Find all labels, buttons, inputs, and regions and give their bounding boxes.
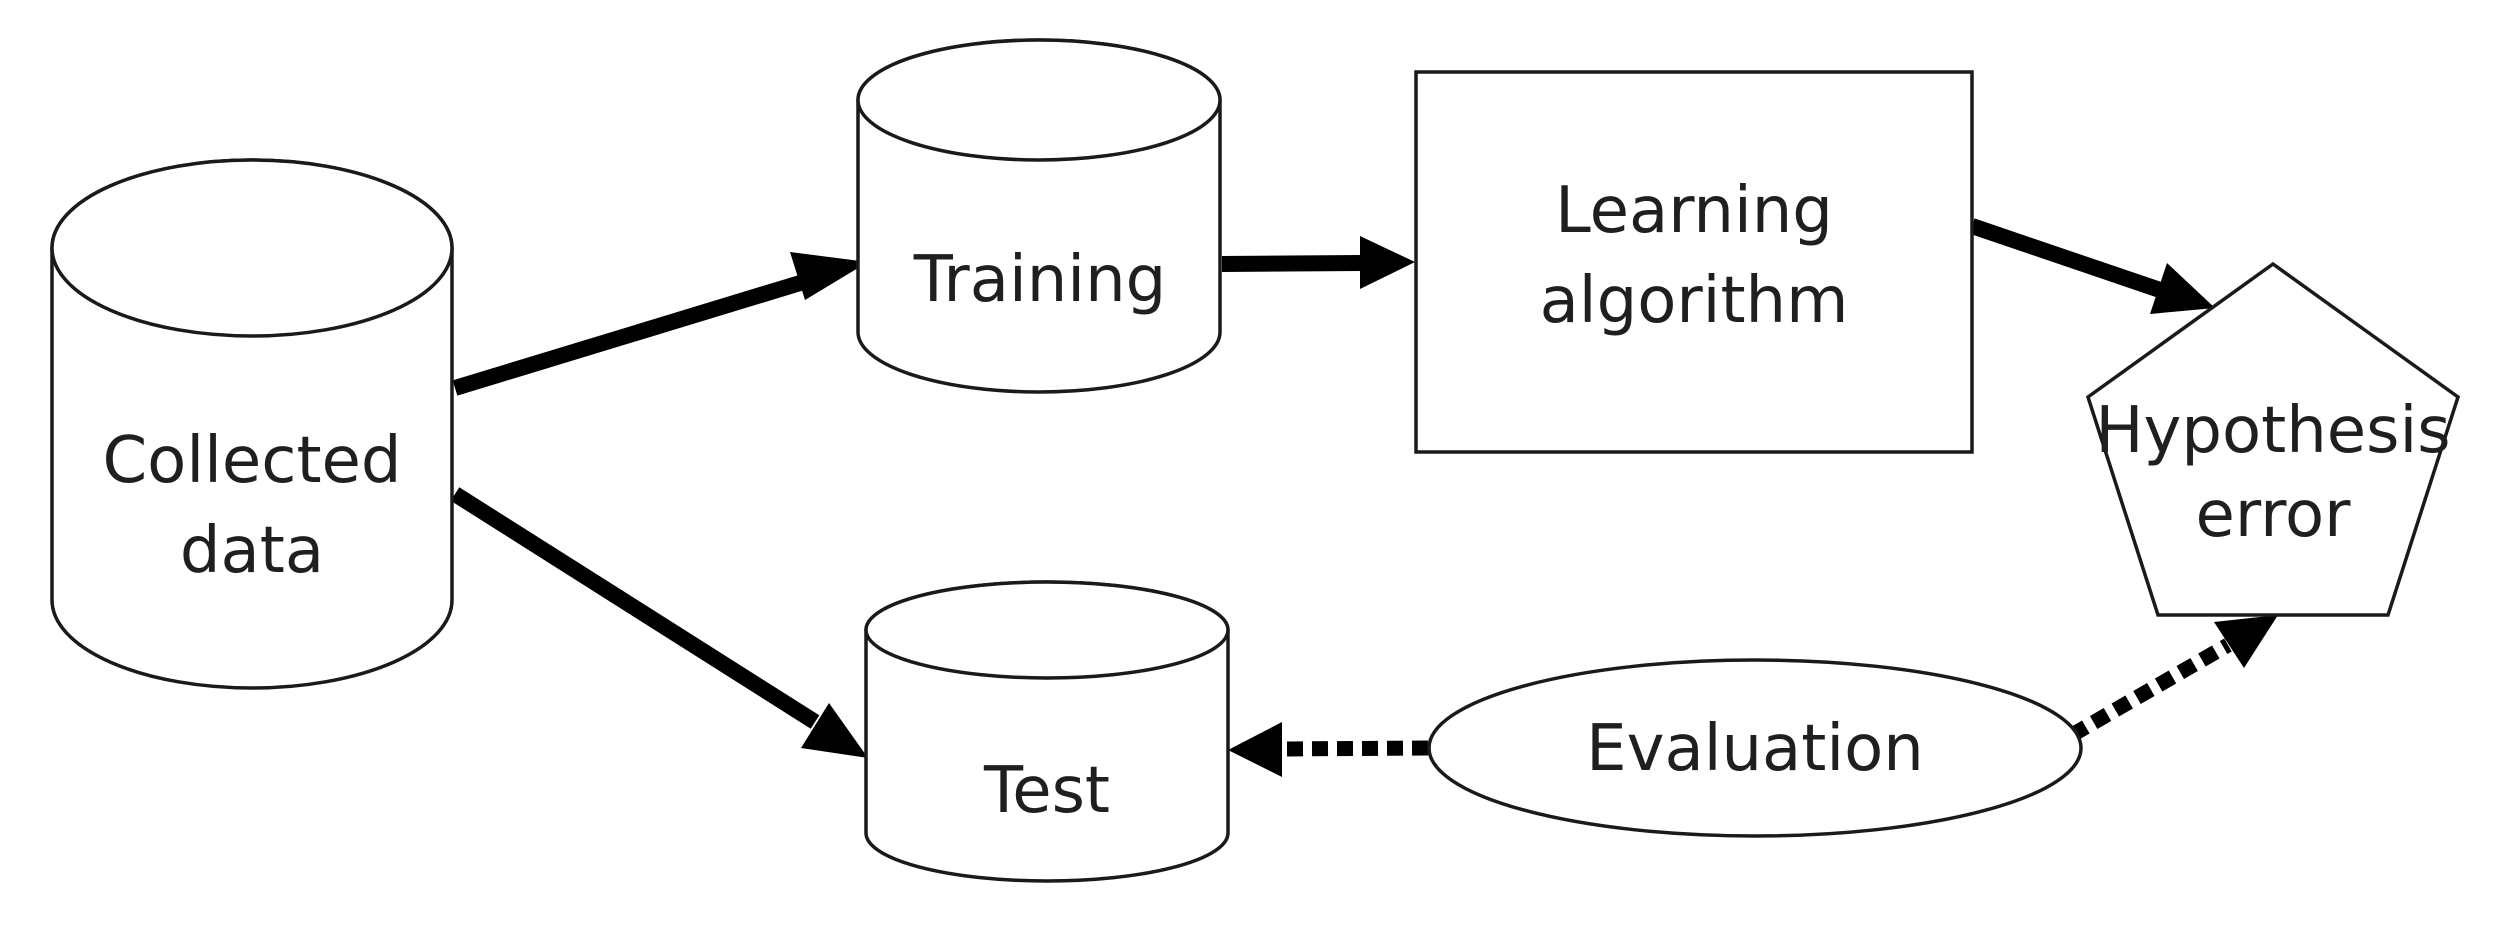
- test-label: Test: [983, 754, 1110, 828]
- node-test: Test: [864, 580, 1230, 883]
- edge-training-to-learning: [1221, 236, 1415, 289]
- node-collected-data: Collected data: [50, 158, 454, 690]
- arrowhead-icon: [790, 252, 868, 300]
- edge-learning-to-hypothesis: [1969, 218, 2215, 314]
- hypothesis-error-line1: Hypothesis: [2095, 394, 2450, 468]
- node-training: Training: [856, 38, 1222, 394]
- node-learning-algorithm: Learning algorithm: [1414, 70, 1974, 454]
- edge-evaluation-to-test: [1228, 722, 1429, 777]
- edge-collected-to-test: [450, 487, 868, 758]
- arrowhead-icon: [801, 703, 868, 758]
- collected-data-line1: Collected: [102, 424, 401, 498]
- node-evaluation: Evaluation: [1427, 658, 2083, 838]
- hypothesis-error-line2: error: [2196, 478, 2352, 552]
- arrowhead-icon: [2150, 263, 2215, 314]
- arrowhead-icon: [2214, 615, 2278, 668]
- edge-collected-to-training: [452, 252, 868, 396]
- edge-hypothesis-to-evaluation: [2068, 615, 2278, 742]
- training-label: Training: [913, 243, 1167, 317]
- node-hypothesis-error: Hypothesis error: [2085, 261, 2461, 617]
- collected-data-line2: data: [180, 514, 324, 588]
- evaluation-label: Evaluation: [1586, 712, 1924, 786]
- arrowhead-icon: [1228, 722, 1282, 777]
- learning-algorithm-line2: algorithm: [1540, 264, 1849, 338]
- arrowhead-icon: [1360, 236, 1415, 289]
- learning-algorithm-line1: Learning: [1555, 174, 1833, 248]
